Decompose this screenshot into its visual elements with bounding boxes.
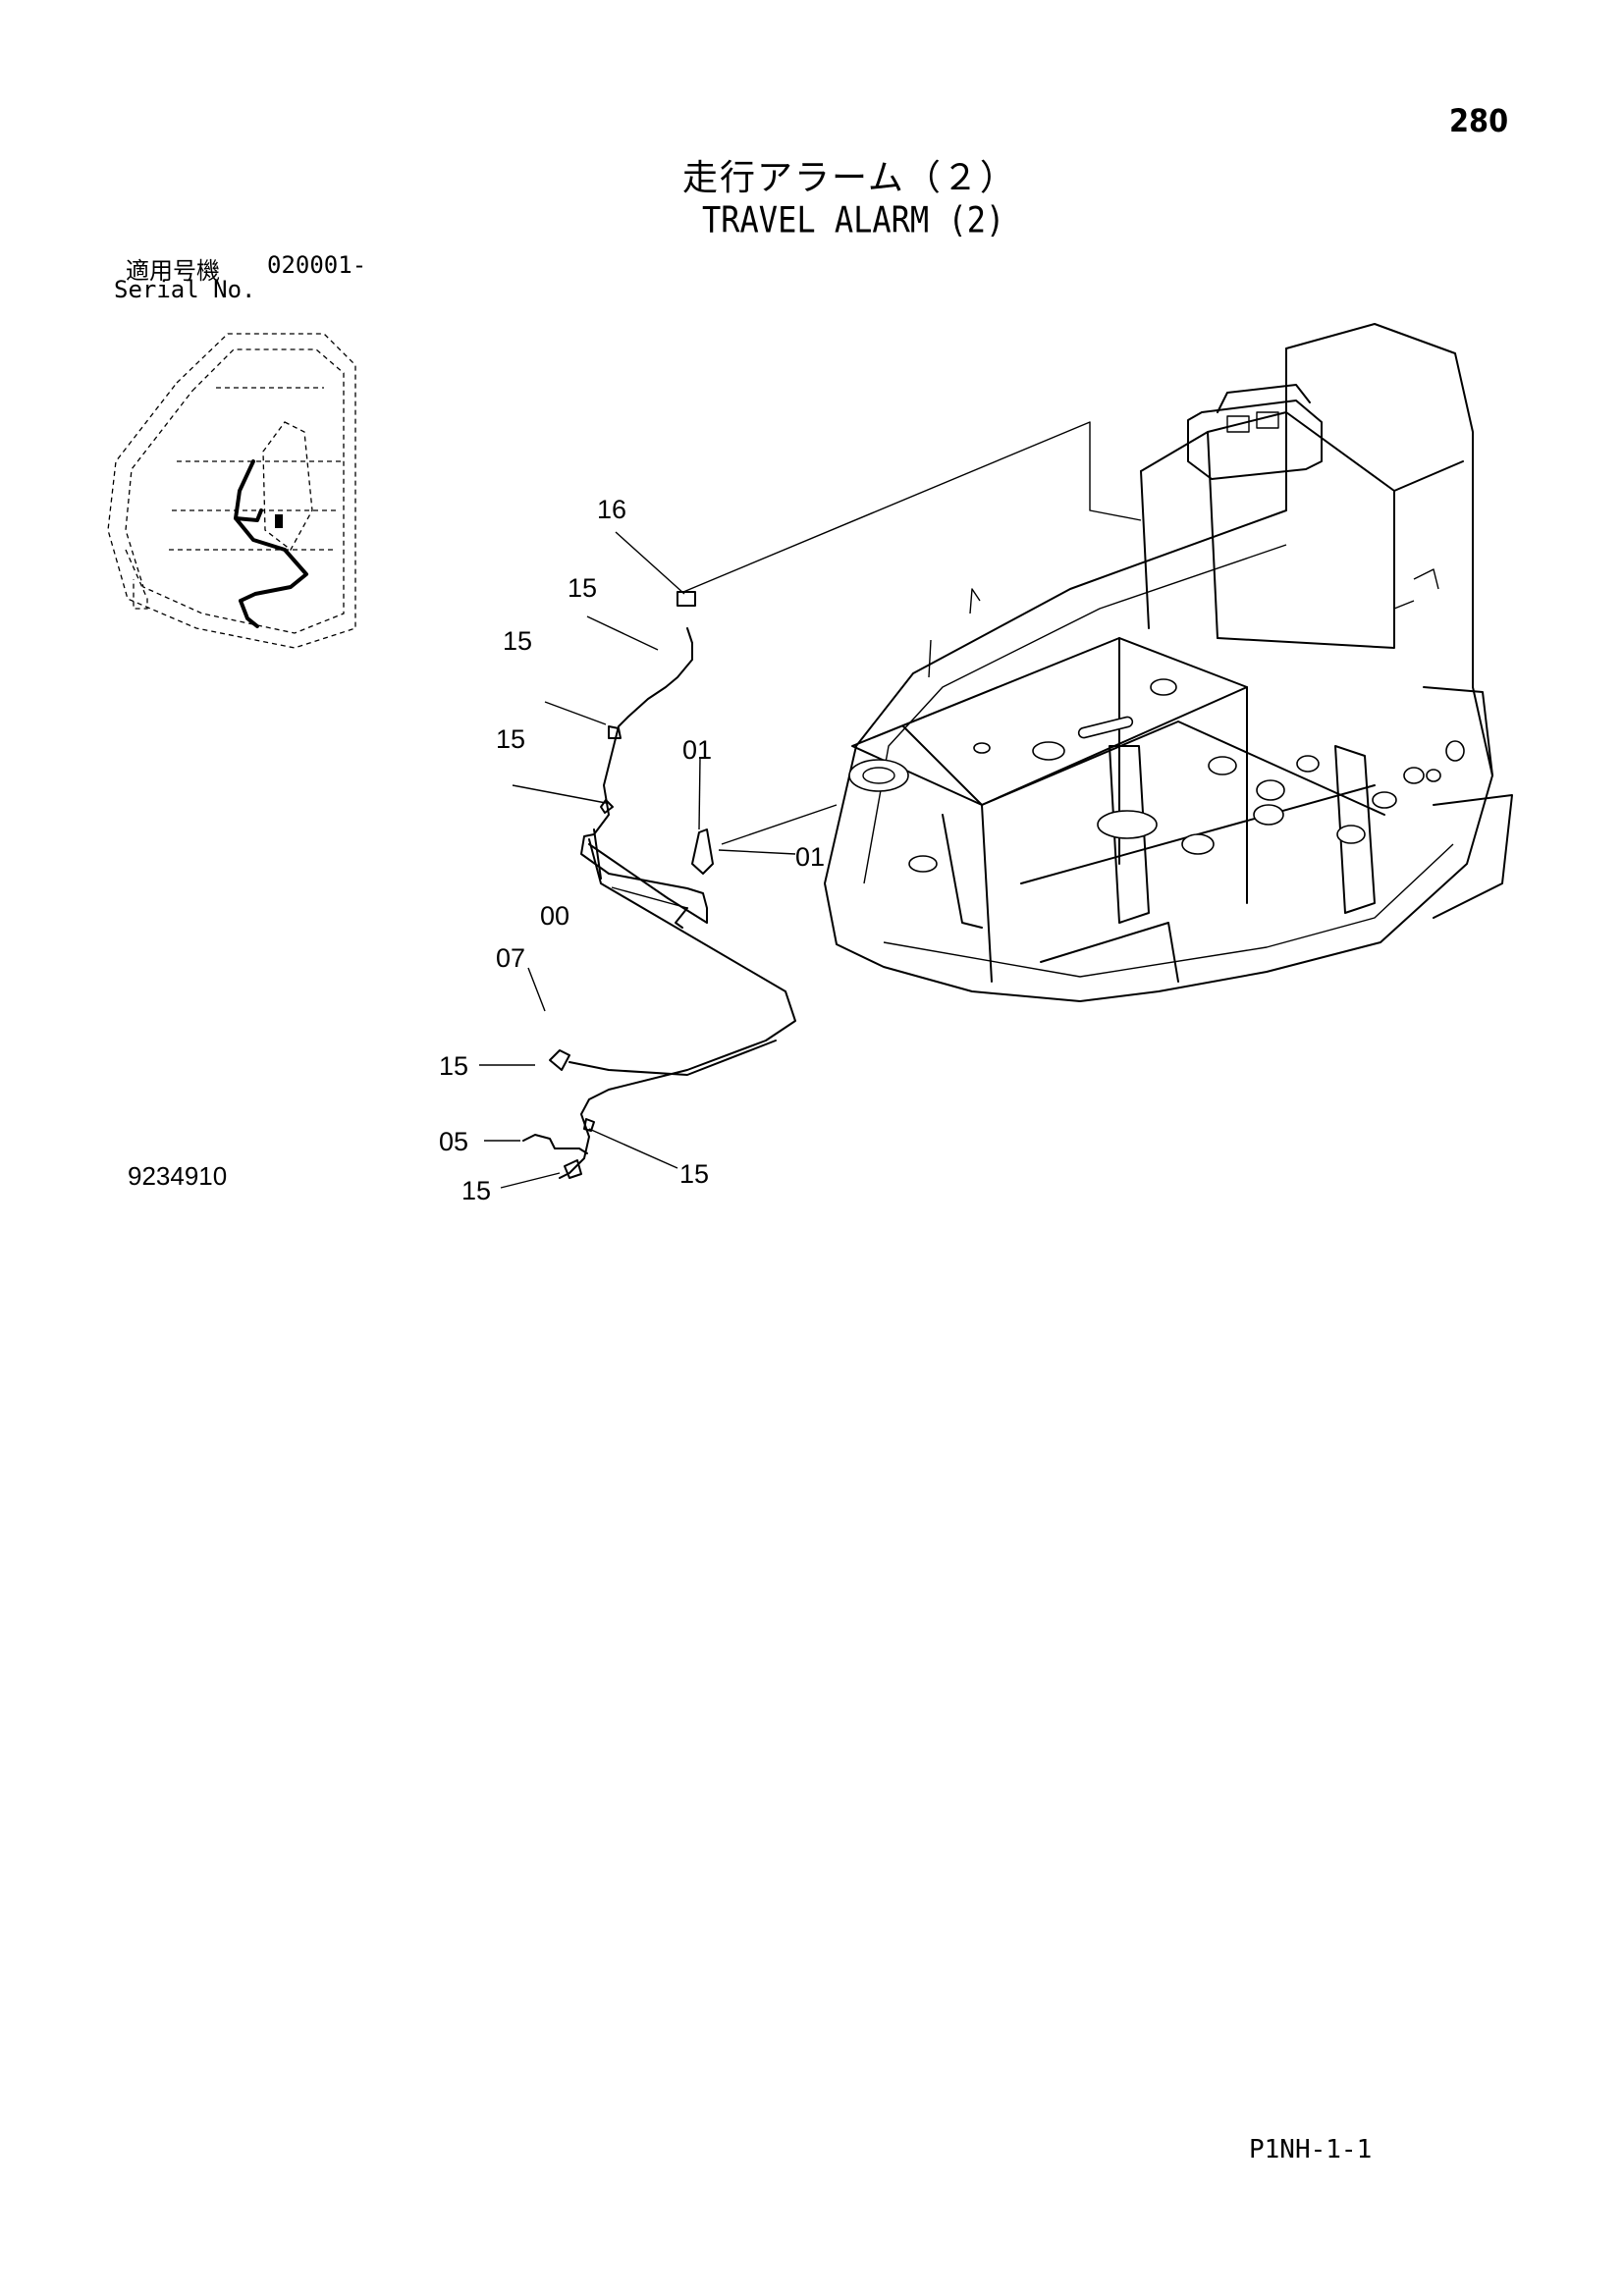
- page-title-japanese: 走行アラーム（２）: [682, 158, 1017, 198]
- callout-15: 15: [568, 573, 597, 603]
- serial-label-japanese: 適用号機: [126, 257, 220, 285]
- callout-labels: 16 15 15 15 01 01 00 07 15 05 15 15: [439, 495, 825, 1205]
- leader-lines: [479, 421, 1142, 1189]
- serial-number-value: 020001-: [267, 251, 367, 279]
- machine-frame-illustration: [824, 323, 1513, 1002]
- callout-16: 16: [597, 495, 626, 524]
- callout-00: 00: [540, 901, 569, 931]
- page-number: 280: [1449, 102, 1509, 139]
- callout-01: 01: [682, 735, 712, 765]
- serial-label-english: Serial No.: [114, 276, 256, 303]
- callout-01: 01: [795, 842, 825, 872]
- harness-illustration: [522, 591, 796, 1179]
- callout-15: 15: [496, 724, 525, 754]
- callout-05: 05: [439, 1127, 468, 1156]
- drawing-number: 9234910: [128, 1161, 228, 1191]
- page-title-english: TRAVEL ALARM (2): [702, 198, 1005, 241]
- page-code: P1NH-1-1: [1249, 2135, 1373, 2164]
- callout-15: 15: [461, 1176, 491, 1205]
- callout-15: 15: [503, 626, 532, 656]
- callout-15: 15: [679, 1159, 709, 1189]
- cab-overview-illustration: [107, 333, 356, 649]
- callout-15: 15: [439, 1051, 468, 1081]
- callout-07: 07: [496, 943, 525, 973]
